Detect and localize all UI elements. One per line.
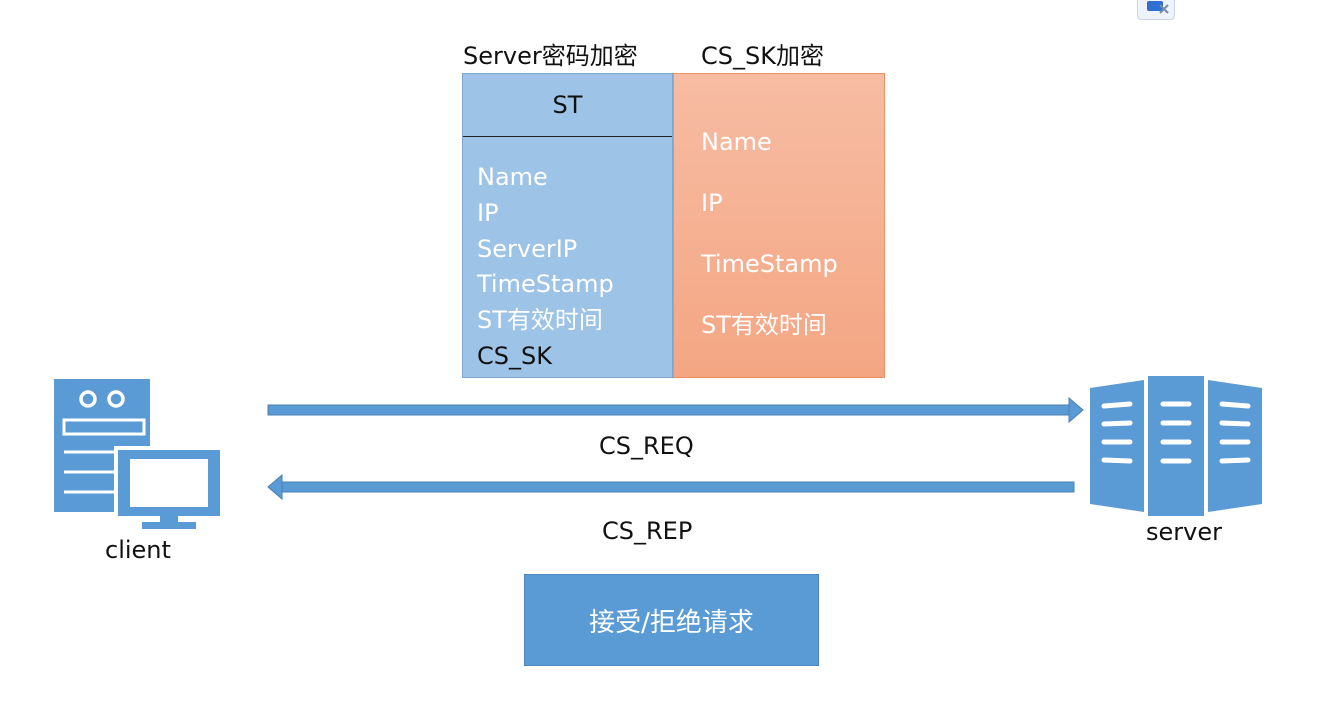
st-field-cs-sk: CS_SK [477,341,552,370]
accept-reject-label: 接受/拒绝请求 [589,607,754,638]
st-field-server-ip: ServerIP [477,234,578,263]
st-field-ip: IP [477,198,499,227]
server-label: server [1146,518,1222,546]
server-rack-icon [1090,376,1262,516]
request-arrow [267,396,1084,424]
sk-field-name: Name [701,128,772,156]
st-field-name: Name [477,163,548,191]
request-label: CS_REQ [599,432,694,460]
st-title: ST [552,91,583,119]
cs-sk-encryption-heading: CS_SK加密 [701,42,824,70]
st-field-timestamp: TimeStamp [477,270,614,299]
cs-sk-box: Name IP TimeStamp ST有效时间 [673,73,885,378]
sk-field-list: Name IP TimeStamp ST有效时间 [701,124,838,368]
corner-toolbar-icon[interactable] [1137,0,1175,20]
st-field-validity: ST有效时间 [477,306,603,335]
sk-field-validity: ST有效时间 [701,311,827,339]
st-divider [463,136,672,137]
st-ticket-box: ST Name IP ServerIP TimeStamp ST有效时间 CS_… [462,73,673,378]
accept-reject-box: 接受/拒绝请求 [524,574,819,666]
reply-arrow [267,473,1075,501]
client-computer-icon [54,379,224,529]
reply-label: CS_REP [602,517,693,545]
client-label: client [105,536,171,564]
sk-field-timestamp: TimeStamp [701,250,838,278]
server-encryption-heading: Server密码加密 [463,42,638,70]
st-field-list: Name IP ServerIP TimeStamp ST有效时间 CS_SK [477,160,614,375]
sk-field-ip: IP [701,189,723,217]
